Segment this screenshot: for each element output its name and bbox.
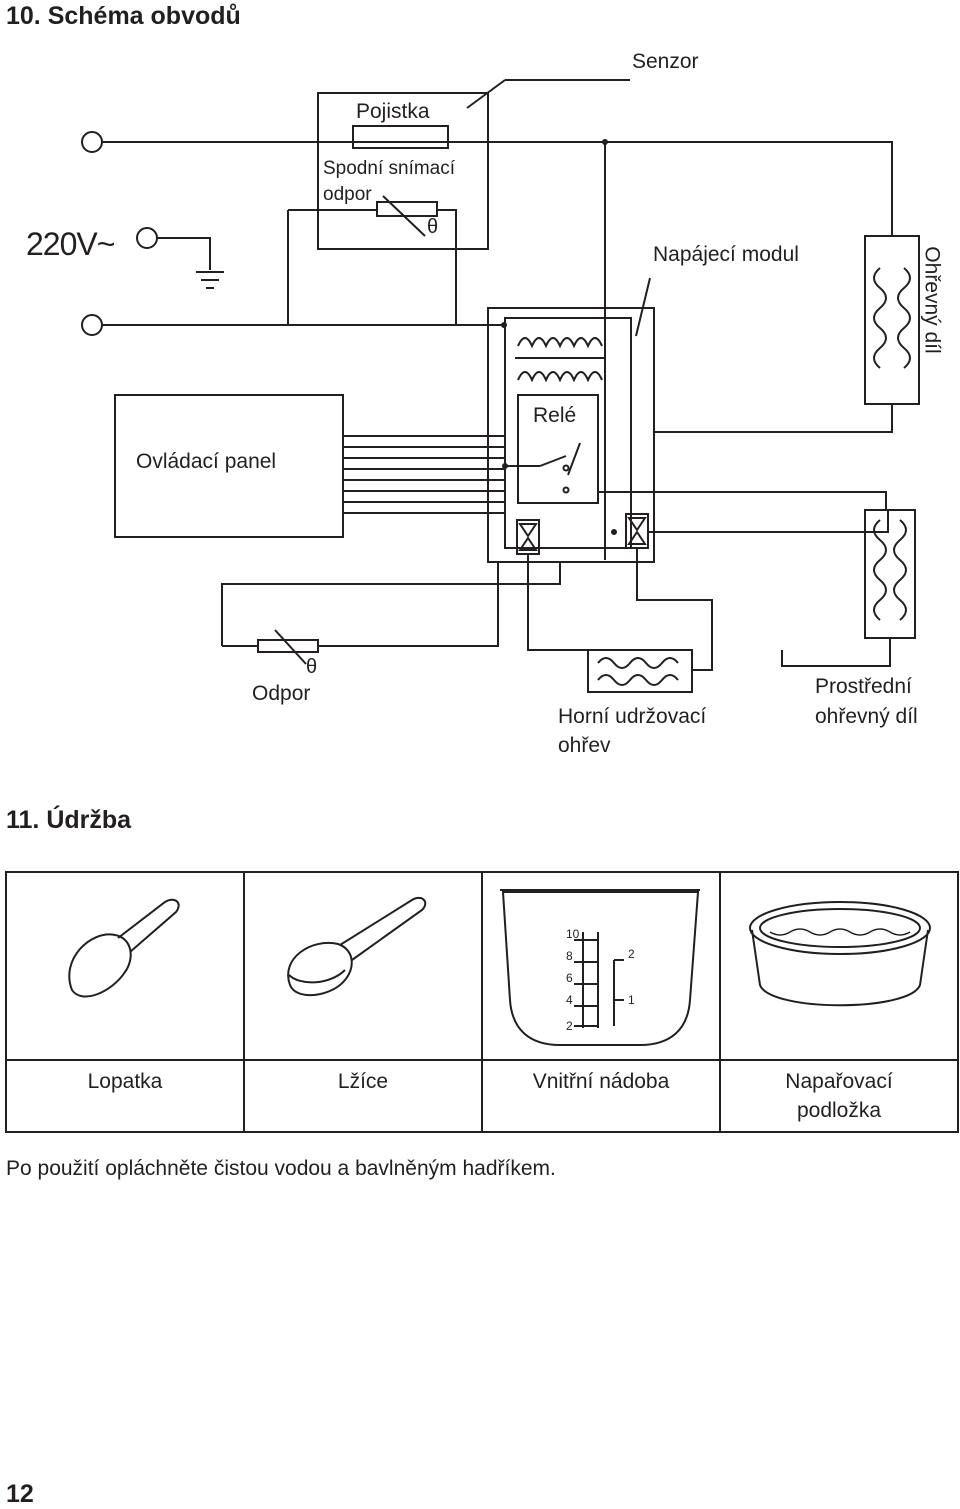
maintenance-instruction: Po použití opláchněte čistou vodou a bav… — [6, 1157, 556, 1180]
inner-pot-icon — [500, 889, 700, 1046]
top-heating-label-1: Horní udržovací — [558, 705, 707, 728]
pot-mark-r1: 1 — [628, 993, 635, 1007]
relay-box — [517, 394, 599, 504]
pot-mark-2: 2 — [566, 1019, 573, 1033]
heating-element-main — [864, 235, 920, 405]
middle-heating-label-2: ohřevný díl — [815, 705, 918, 728]
item-label-paddle: Lopatka — [87, 1070, 163, 1093]
rice-paddle-icon — [68, 898, 180, 998]
ground-wire — [157, 237, 211, 270]
top-heating-label-2: ohřev — [558, 734, 611, 757]
resistor — [257, 639, 319, 653]
terminal-middle — [136, 227, 158, 249]
circuit-diagram — [81, 79, 920, 693]
pot-mark-r2: 2 — [628, 947, 635, 961]
power-module-label: Napájecí modul — [653, 243, 799, 266]
sensor-label: Senzor — [632, 50, 699, 73]
transformer-coil-top — [517, 337, 603, 349]
bottom-sensor-theta: θ — [427, 216, 439, 238]
bottom-sensor-label-2: odpor — [323, 184, 372, 205]
section-11-title: 11. Údržba — [6, 806, 132, 834]
pot-mark-8: 8 — [566, 949, 573, 963]
pot-mark-10: 10 — [566, 927, 580, 941]
heating-part-label: Ohřevný díl — [920, 246, 944, 354]
control-panel-label: Ovládací panel — [136, 450, 277, 473]
sensor-pointer — [466, 79, 506, 109]
heating-element-middle — [864, 509, 916, 639]
resistor-label: Odpor — [252, 682, 311, 705]
page-number: 12 — [6, 1480, 34, 1508]
middle-heating-label-1: Prostřední — [815, 675, 912, 698]
pot-mark-6: 6 — [566, 971, 573, 985]
item-label-inner-pot: Vnitřní nádoba — [532, 1070, 670, 1093]
relay-label: Relé — [533, 404, 577, 427]
resistor-theta: θ — [306, 656, 318, 678]
fuse — [352, 125, 449, 149]
fuse-label: Pojistka — [356, 100, 430, 123]
control-panel-box — [114, 394, 344, 538]
pot-mark-4: 4 — [566, 993, 573, 1007]
terminal-top — [81, 131, 103, 153]
voltage-label: 220V~ — [26, 226, 115, 262]
terminal-bottom — [81, 314, 103, 336]
item-label-steam-tray-2: podložka — [796, 1099, 882, 1122]
bottom-sensor-resistor — [376, 201, 438, 217]
section-10-title: 10. Schéma obvodů — [6, 2, 241, 30]
item-label-ladle: Lžíce — [337, 1070, 389, 1093]
power-module-pointer — [635, 277, 651, 337]
bottom-sensor-label-1: Spodní snímací — [323, 158, 456, 179]
heating-element-top — [587, 649, 693, 693]
steam-tray-icon — [749, 901, 931, 1007]
sensor-box — [317, 92, 489, 250]
transformer-coil-bottom — [517, 371, 603, 383]
ladle-icon — [287, 896, 427, 997]
item-label-steam-tray-1: Napařovací — [785, 1070, 893, 1093]
power-module-box — [487, 307, 655, 563]
